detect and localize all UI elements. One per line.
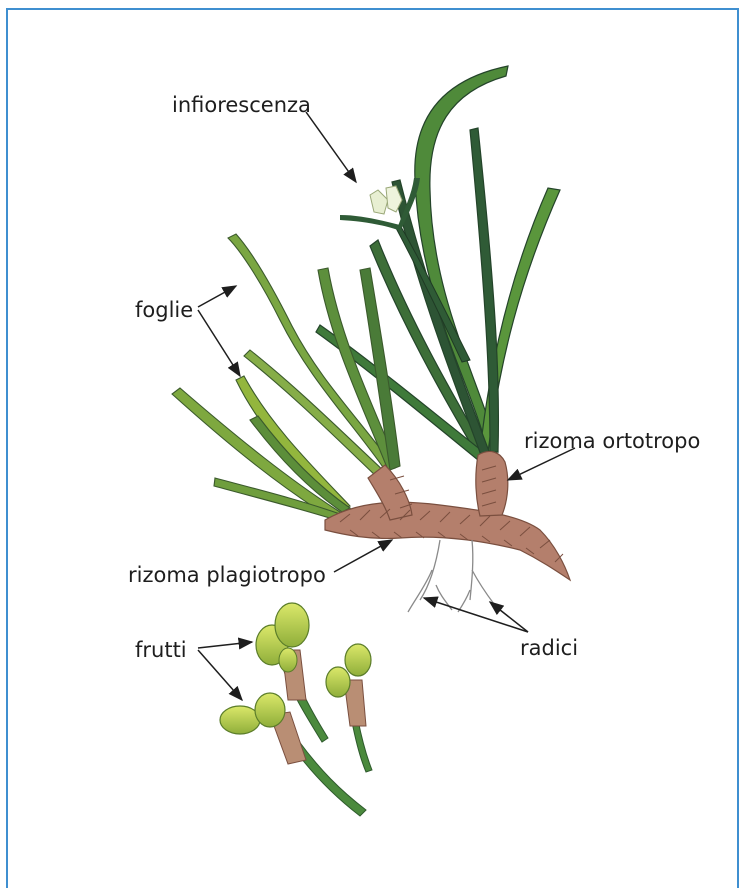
leaves-arrow-upper [198,286,236,307]
roots-arrow-right [490,602,528,632]
inflorescence-arrow [306,112,356,182]
roots [408,540,494,612]
fruits-arrow-lower [198,650,242,700]
upright-shoot-leaves [316,66,560,460]
label-roots: radici [520,636,578,660]
roots-arrow-left [424,598,528,632]
label-leaves: foglie [135,298,193,322]
flower [370,190,388,214]
fruit [279,648,297,672]
plagiotropic-arrow [334,540,392,572]
label-fruits: frutti [135,638,187,662]
leaves-arrow-lower [198,310,240,376]
label-orthotropic-rhizome: rizoma ortotropo [524,429,700,453]
fruit [345,644,371,676]
fruit-cluster-right [326,644,372,772]
label-inflorescence: infiorescenza [172,93,311,117]
rhizome-plagiotropic [325,465,570,580]
label-plagiotropic-rhizome: rizoma plagiotropo [128,563,326,587]
fruit [220,706,260,734]
fruits-arrow-upper [198,642,252,648]
rhizome-orthotropic [476,451,508,516]
fruit [326,667,350,697]
left-tuft-leaves [172,234,400,520]
fruit-cluster-lower [220,693,366,816]
fruit [275,603,309,647]
fruit [255,693,285,727]
